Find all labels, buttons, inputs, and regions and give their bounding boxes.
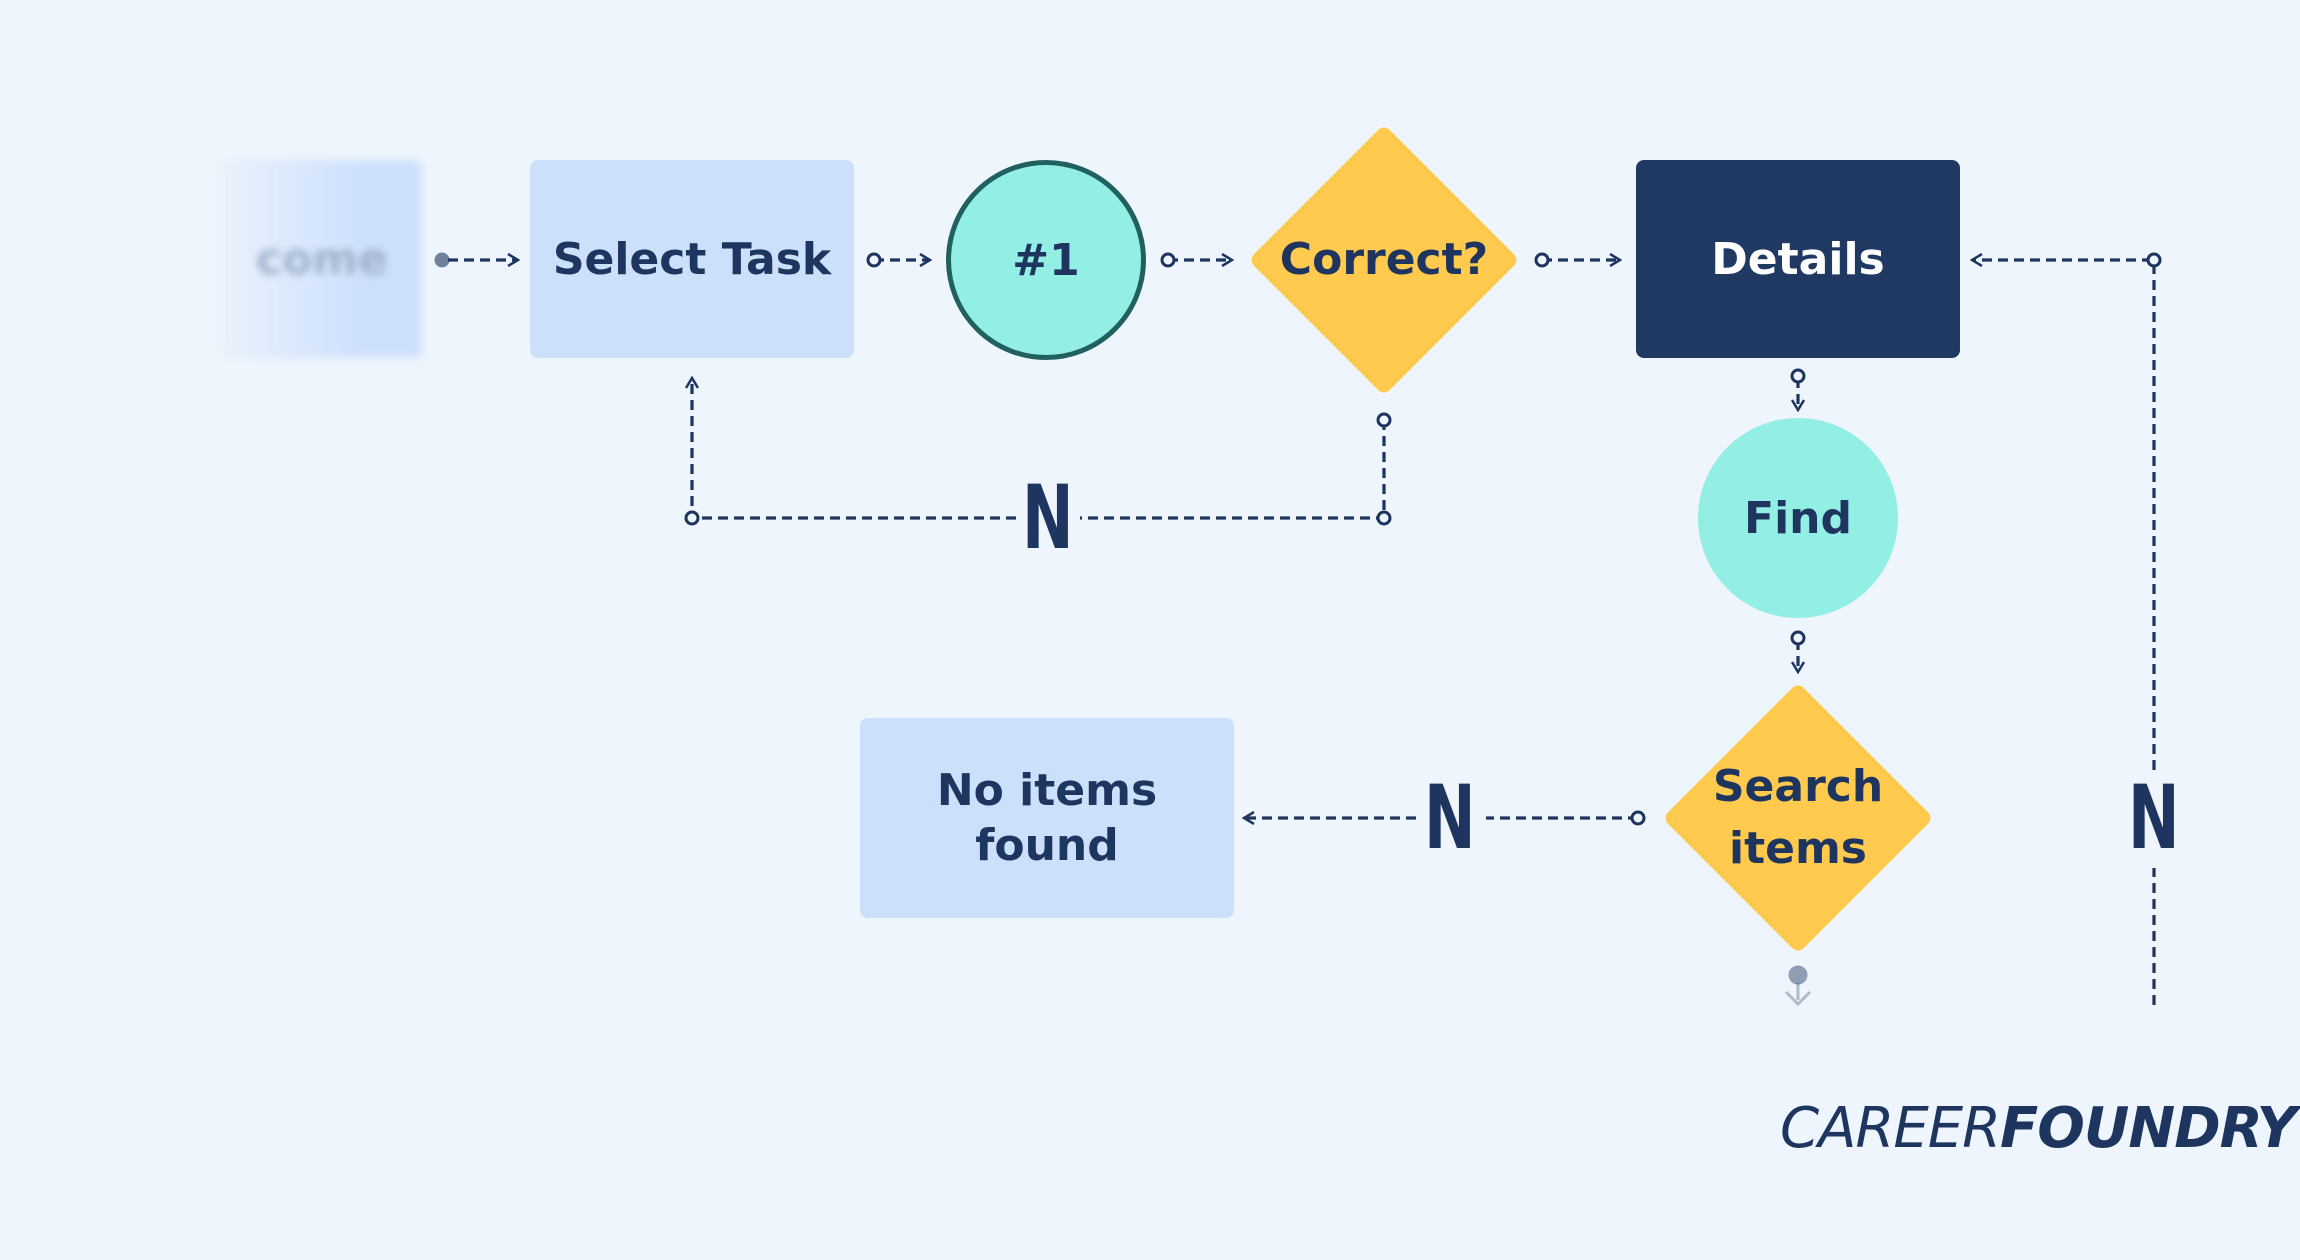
decision-search-items-label: Search items	[1712, 761, 1884, 874]
connector-origin-dot	[1534, 252, 1550, 268]
decision-correct[interactable]: Correct?	[1246, 122, 1522, 398]
connector-corner-dot	[2146, 252, 2162, 268]
node-welcome-label: come	[256, 233, 388, 285]
connector-origin-dot	[1630, 810, 1646, 826]
node-no-items-found-label: No items found	[936, 765, 1158, 871]
branch-label-search-no: N	[1410, 774, 1490, 862]
branch-label-right-loop-no-text: N	[2128, 766, 2180, 869]
branch-label-correct-no: N	[1008, 474, 1088, 562]
logo-bold-part: FOUNDRY	[2000, 1096, 2297, 1161]
connector-right-loop-upper	[1972, 260, 2156, 770]
node-step-one-label: #1	[1012, 234, 1080, 286]
decision-search-items[interactable]: Search items	[1660, 680, 1936, 956]
node-step-one[interactable]: #1	[946, 160, 1146, 360]
node-details-label: Details	[1711, 233, 1885, 285]
connector-corner-dot	[1376, 510, 1392, 526]
connector-correct-no-loop-return	[692, 378, 1016, 520]
node-no-items-found[interactable]: No items found	[860, 718, 1234, 918]
connector-origin-dot	[434, 252, 450, 268]
logo-light-part: CAREER	[1780, 1096, 2001, 1161]
connector-correct-no-loop	[1080, 420, 1386, 520]
connector-corner-dot	[684, 510, 700, 526]
branch-label-right-loop-no: N	[2114, 774, 2194, 862]
node-select-task-label: Select Task	[552, 233, 832, 285]
connector-origin-dot	[866, 252, 882, 268]
node-find[interactable]: Find	[1698, 418, 1898, 618]
node-find-label: Find	[1744, 492, 1852, 544]
branch-label-correct-no-text: N	[1022, 466, 1074, 569]
connector-origin-dot	[1376, 412, 1392, 428]
connector-origin-dot	[1790, 368, 1806, 384]
branch-label-search-no-text: N	[1424, 766, 1476, 869]
connector-origin-dot-faded	[1788, 965, 1808, 985]
careerfoundry-logo: CAREERFOUNDRY	[1780, 1096, 2297, 1161]
node-details[interactable]: Details	[1636, 160, 1960, 358]
connector-origin-dot	[1160, 252, 1176, 268]
node-welcome[interactable]: come	[222, 160, 422, 358]
connector-faded-down	[1784, 983, 1812, 1007]
decision-correct-label: Correct?	[1279, 234, 1489, 286]
node-select-task[interactable]: Select Task	[530, 160, 854, 358]
connector-origin-dot	[1790, 630, 1806, 646]
